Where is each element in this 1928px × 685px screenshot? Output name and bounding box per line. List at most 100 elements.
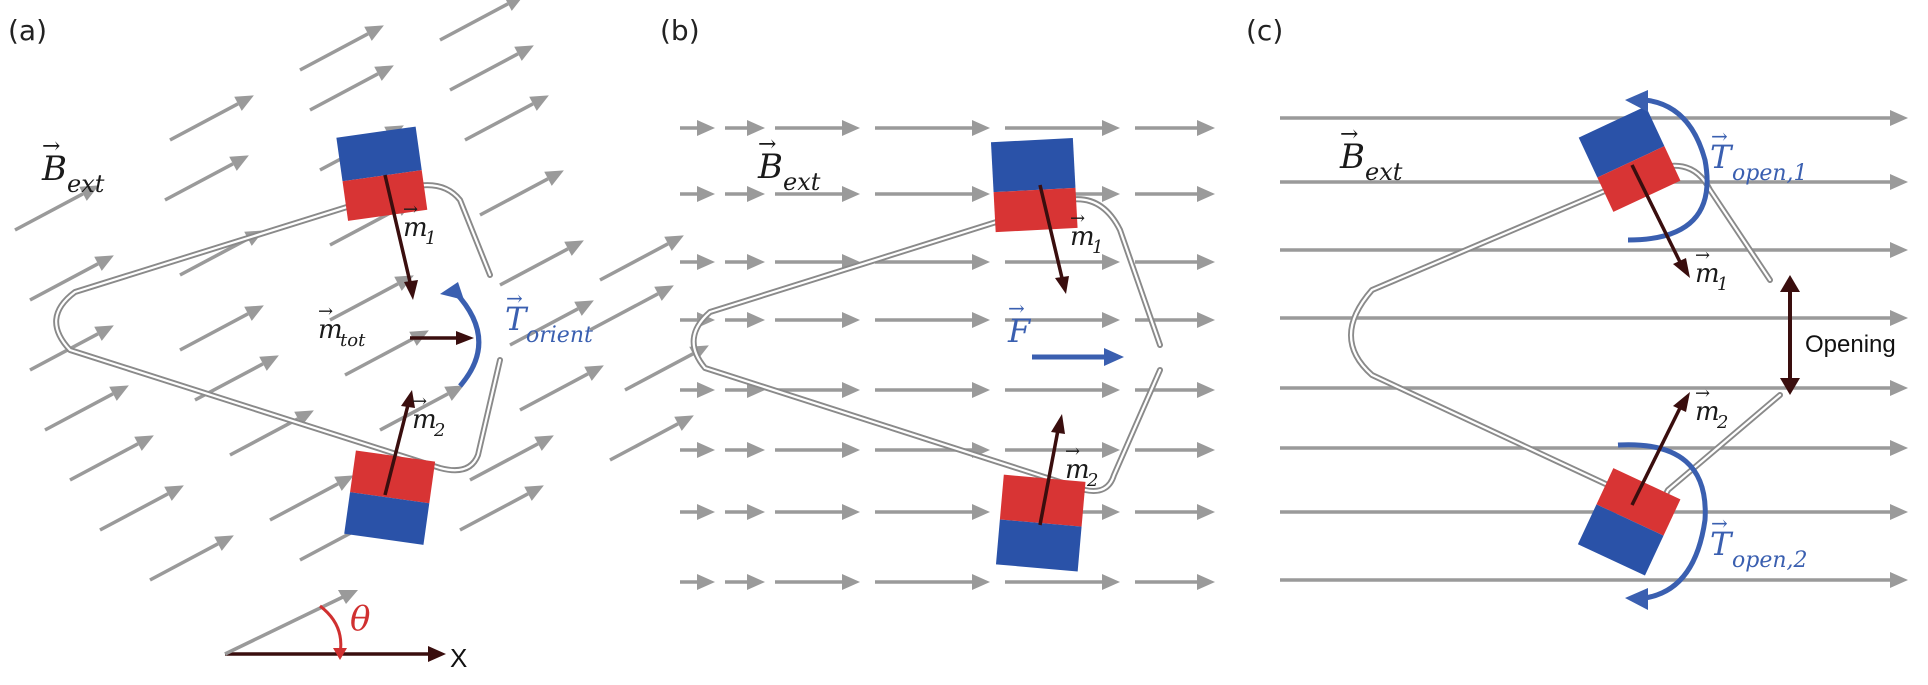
field-arrow <box>875 254 990 270</box>
field-arrow <box>875 504 990 520</box>
field-arrow <box>309 65 394 112</box>
field-arrow <box>725 312 765 328</box>
field-arrow <box>680 254 715 270</box>
panel-a-angle-diagram <box>224 590 446 662</box>
field-arrow <box>775 574 860 590</box>
field-arrow <box>1005 120 1120 136</box>
field-arrow <box>875 382 990 398</box>
field-arrow <box>464 95 549 142</box>
panel-b-force-label: F <box>1007 312 1032 350</box>
panel-c-m2-vector-mark: → <box>1695 383 1710 404</box>
field-arrow <box>875 574 990 590</box>
panel-b-bext-sub: ext <box>783 168 821 196</box>
panel-a-m2-vector-mark: → <box>412 391 427 412</box>
field-arrow <box>775 382 860 398</box>
field-arrow <box>589 285 674 332</box>
panel-a-torque-label: T <box>505 300 529 338</box>
panel-c-bext-vector-mark: → <box>1340 122 1358 147</box>
panel-a-torque-sub: orient <box>526 323 593 348</box>
panel-a-m2-label: m <box>412 405 437 435</box>
field-arrow <box>680 120 715 136</box>
field-arrow <box>69 435 154 482</box>
panel-a-m1-sub: 1 <box>425 228 436 249</box>
field-arrow <box>29 325 114 372</box>
panel-b-bext-label: B <box>757 147 783 187</box>
field-arrow <box>725 254 765 270</box>
panel-c-m1-sub: 1 <box>1717 274 1728 295</box>
field-arrow <box>149 535 234 582</box>
field-arrow <box>439 0 521 42</box>
panel-c-torque-2-label: T <box>1710 525 1734 563</box>
field-arrow <box>680 504 715 520</box>
panel-b: (b) m 1 → m <box>660 14 1215 590</box>
field-arrow <box>1280 572 1908 588</box>
panel-a-m1-label: m <box>403 213 428 243</box>
field-arrow <box>775 504 860 520</box>
field-arrow <box>680 442 715 458</box>
field-arrow <box>1005 312 1120 328</box>
field-arrow <box>1135 574 1215 590</box>
field-arrow <box>1005 254 1120 270</box>
panel-a-bext-label: B <box>41 149 67 189</box>
field-arrow <box>725 504 765 520</box>
field-arrow <box>1280 380 1908 396</box>
panel-b-field-lines <box>680 120 1215 590</box>
panel-b-m2-arrow <box>1038 414 1065 526</box>
field-arrow <box>1135 442 1215 458</box>
panel-c-m1-label: m <box>1695 259 1720 289</box>
panel-a-m2-arrow <box>383 390 415 496</box>
field-arrow <box>1135 254 1215 270</box>
field-arrow <box>609 415 694 462</box>
field-arrow <box>469 435 554 482</box>
panel-c-opening-label: Opening <box>1805 331 1896 358</box>
field-arrow <box>725 574 765 590</box>
panel-c-m2-label: m <box>1695 397 1720 427</box>
panel-c-bext-label: B <box>1339 137 1365 177</box>
panel-b-m1-vector-mark: → <box>1070 208 1085 229</box>
field-arrow <box>519 365 604 412</box>
panel-c-m1-vector-mark: → <box>1695 245 1710 266</box>
panel-a-torque-arrow <box>440 282 482 388</box>
field-arrow <box>229 410 314 457</box>
panel-c-torque-1-vector-mark: → <box>1711 124 1728 148</box>
field-arrow <box>44 385 129 432</box>
field-arrow <box>299 25 384 72</box>
panel-a-magnet-2 <box>344 450 436 545</box>
field-arrow <box>725 442 765 458</box>
field-arrow <box>725 120 765 136</box>
panel-c-torque-2-sub: open,2 <box>1732 548 1808 573</box>
panel-b-m2-label: m <box>1065 455 1090 485</box>
field-arrow <box>1280 504 1908 520</box>
panel-c-torque-1-sub: open,1 <box>1732 161 1808 186</box>
panel-b-label: (b) <box>660 14 700 47</box>
field-arrow <box>1280 174 1908 190</box>
field-arrow <box>599 235 684 282</box>
panel-a-m1-arrow <box>383 174 418 300</box>
field-arrow <box>680 382 715 398</box>
panel-a-mtot-label: m <box>318 315 343 345</box>
field-arrow <box>509 300 594 347</box>
panel-c-m1-arrow <box>1630 164 1690 278</box>
field-arrow <box>479 170 564 217</box>
field-arrow <box>680 186 715 202</box>
field-arrow <box>875 312 990 328</box>
panel-a-theta-label: θ <box>350 599 370 639</box>
panel-c-m2-sub: 2 <box>1716 412 1728 433</box>
field-arrow <box>29 255 114 302</box>
panel-c-opening-arrow <box>1780 275 1800 395</box>
panel-c-torque-2-vector-mark: → <box>1711 511 1728 535</box>
panel-a-label: (a) <box>8 14 47 47</box>
field-arrow <box>1280 310 1908 326</box>
panel-b-gripper-wire <box>690 196 1163 494</box>
panel-b-m1-arrow <box>1038 184 1069 294</box>
panel-c-bext-sub: ext <box>1365 158 1403 186</box>
panel-b-force-vector-mark: → <box>1008 296 1025 320</box>
field-arrow <box>875 186 990 202</box>
field-arrow <box>329 275 414 322</box>
panel-a-bext-sub: ext <box>67 170 105 198</box>
panel-c-torque-1-arrow <box>1625 90 1710 243</box>
panel-a-magnet-1 <box>336 126 428 221</box>
panel-a-mtot-arrow <box>410 331 474 345</box>
panel-a-mtot-vector-mark: → <box>318 301 333 322</box>
